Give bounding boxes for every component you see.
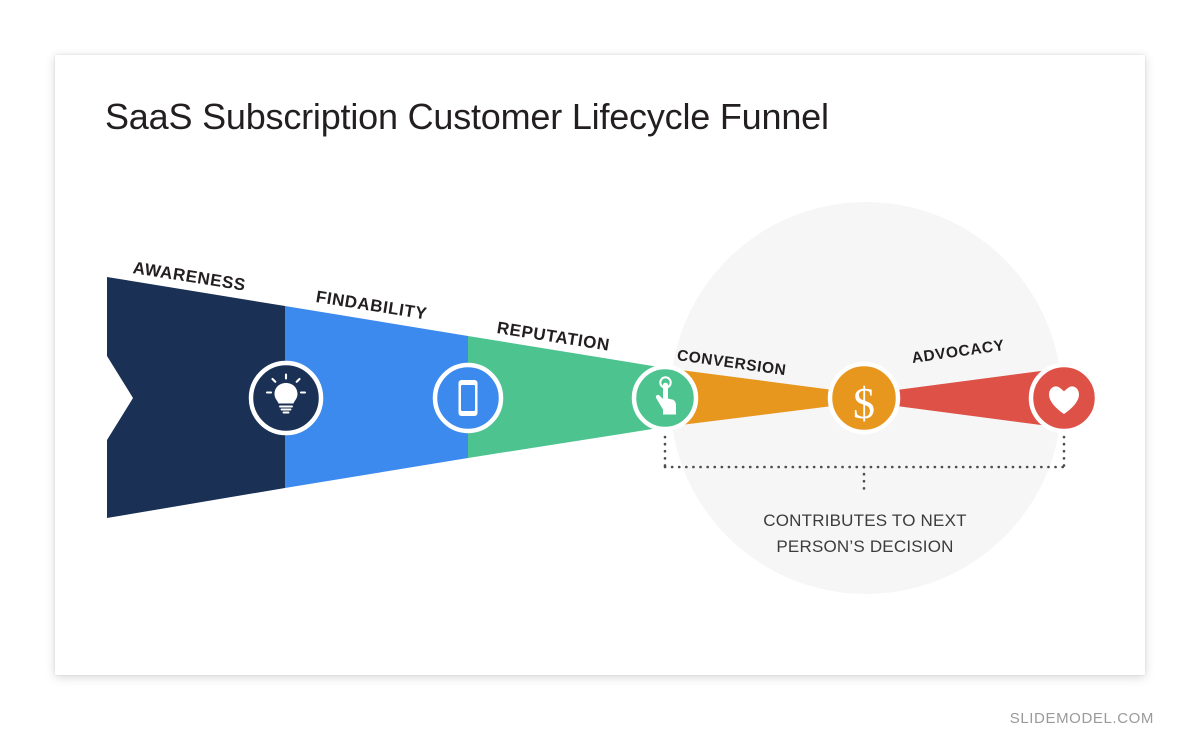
- feedback-loop-caption-line1: CONTRIBUTES TO NEXT: [763, 511, 967, 530]
- feedback-loop-caption: CONTRIBUTES TO NEXT PERSON’S DECISION: [700, 508, 1030, 560]
- watermark: SLIDEMODEL.COM: [1009, 710, 1154, 727]
- feedback-loop-caption-line2: PERSON’S DECISION: [776, 537, 954, 556]
- slide-card: [55, 55, 1145, 675]
- page-title: SaaS Subscription Customer Lifecycle Fun…: [105, 96, 829, 137]
